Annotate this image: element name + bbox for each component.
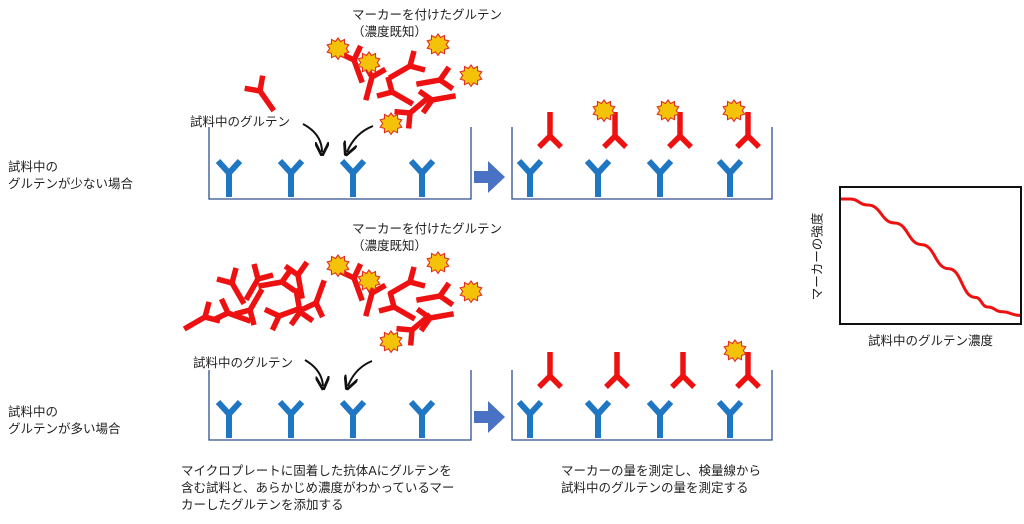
block-arrow-icon [474,161,505,193]
antibody-a-icon [519,161,741,197]
top-marked-gluten-label: マーカーを付けたグルテン（濃度既知） [352,7,503,39]
marker-icon [326,251,483,353]
curved-arrow-icon [347,125,374,152]
bottom-side-label: 試料中のグルテンが多い場合 [8,404,121,436]
antibody-a-icon [218,402,433,438]
marker-icon [723,339,747,362]
bound-gluten-icon [539,352,759,387]
microplate-well [511,127,773,200]
chart-x-axis-label: 試料中のグルテン濃度 [868,333,994,348]
curved-arrow-icon [304,359,323,386]
block-arrow-icon [474,401,505,433]
chart-frame [839,186,1022,325]
microplate-well [208,127,472,200]
chart-line-series [841,197,1021,317]
antibody-a-icon [519,402,741,438]
marker-icon [326,33,483,135]
antibody-a-icon [218,161,433,197]
sample-gluten-icon [179,262,335,338]
microplate-well [511,370,773,441]
bottom-marked-gluten-label: マーカーを付けたグルテン（濃度既知） [352,221,503,253]
top-sample-gluten-label: 試料中のグルテン [190,114,291,129]
caption-measure: マーカーの量を測定し、検量線から試料中のグルテンの量を測定する [561,463,762,495]
calibration-curve [841,197,1021,317]
curved-arrow-icon [302,123,322,152]
marked-gluten-icon [340,46,458,129]
bound-gluten-icon [539,112,759,147]
sample-gluten-icon [245,76,283,117]
top-side-label: 試料中のグルテンが少ない場合 [8,159,134,191]
bottom-sample-gluten-label: 試料中のグルテン [193,355,294,370]
caption-add-sample: マイクロプレートに固着した抗体Aにグルテンを含む試料と、あらかじめ濃度がわかって… [181,463,455,512]
microplate-well [208,370,472,441]
curved-arrow-icon [348,360,373,386]
